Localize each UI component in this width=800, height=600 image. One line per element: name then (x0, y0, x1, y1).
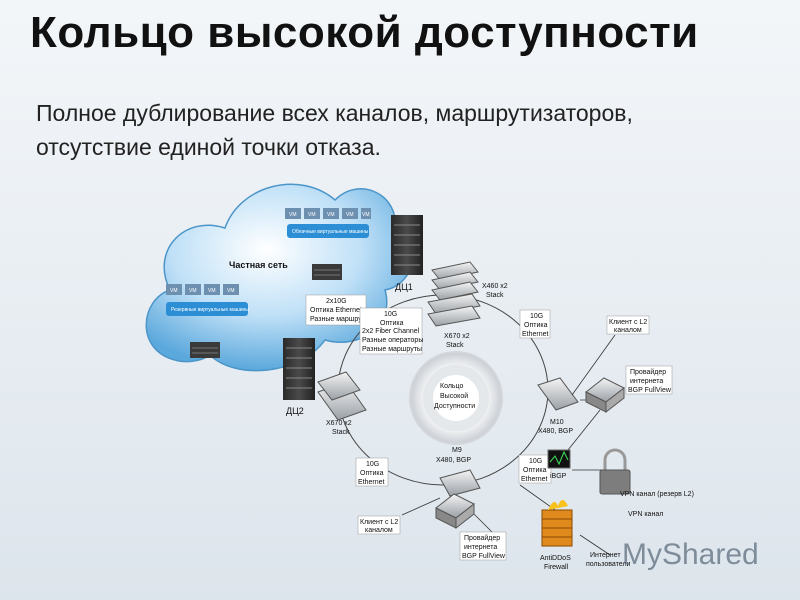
x670b-label-1: X670 x2 (326, 420, 352, 427)
client-l2-top-label: Клиент с L2 каналом (606, 315, 650, 335)
link-label-10g-right: 10G Оптика Ethernet (519, 309, 551, 339)
svg-text:Клиент с L2: Клиент с L2 (360, 519, 398, 526)
antiddos-firewall-icon (541, 500, 573, 547)
dc2-label: ДЦ2 (286, 406, 304, 416)
svg-text:Ethernet: Ethernet (522, 331, 549, 338)
vm-group-bottom: VM VM VM VM Резервные виртуальные машины (166, 284, 249, 316)
link-label-10g-fiber-channel: 10G Оптика 2x2 Fiber Channel Разные опер… (359, 307, 423, 355)
svg-text:10G: 10G (384, 311, 397, 318)
subtitle-line-1: Полное дублирование всех каналов, маршру… (36, 100, 633, 126)
ibgp-monitor-icon (547, 449, 571, 469)
x460-label-2: Stack (486, 292, 504, 299)
vpn-lock-icon (599, 448, 631, 495)
vm-label: VM (308, 212, 316, 218)
link-label-10g-left: 10G Оптика Ethernet (355, 457, 389, 487)
svg-text:Оптика Ethernet: Оптика Ethernet (310, 307, 362, 314)
svg-text:BGP FullView: BGP FullView (462, 553, 506, 560)
m9-label-1: M9 (452, 447, 462, 454)
m10-switch-icon (537, 377, 579, 411)
connector-line (401, 497, 441, 516)
x670a-label-1: X670 x2 (444, 333, 470, 340)
watermark: MyShared (622, 538, 759, 571)
dc1-rack-icon (391, 215, 423, 275)
vm-label: VM (189, 288, 197, 294)
vm-pool-bottom-label: Резервные виртуальные машины (171, 307, 249, 313)
svg-text:Оптика: Оптика (524, 322, 548, 329)
connector-line (579, 534, 611, 556)
antiddos-label-2: Firewall (544, 564, 569, 571)
m9-label-2: X480, BGP (436, 457, 471, 464)
vm-label: VM (208, 288, 216, 294)
page-title: Кольцо высокой доступности (30, 8, 699, 57)
x670b-label-2: Stack (332, 429, 350, 436)
isp-top-label: Провайдер интернета BGP FullView (625, 365, 673, 395)
dc1-label: ДЦ1 (395, 282, 413, 292)
svg-text:интернета: интернета (630, 378, 663, 385)
internet-users-label-2: пользователи (586, 561, 631, 568)
vm-label: VM (327, 212, 335, 218)
center-label-line-2: Высокой (440, 392, 468, 400)
connector-line (571, 334, 616, 396)
svg-text:BGP FullView: BGP FullView (628, 387, 672, 394)
isp-top-router-icon (585, 377, 625, 414)
svg-text:Оптика: Оптика (380, 320, 404, 327)
m10-label-2: X480, BGP (538, 428, 573, 435)
svg-text:Разные операторы: Разные операторы (362, 337, 423, 344)
vm-pool-top-label: Облачные виртуальные машины (292, 229, 369, 235)
svg-text:Разные маршруты: Разные маршруты (362, 346, 422, 353)
isp-bottom-router-icon (435, 493, 475, 530)
center-label-line-1: Кольцо (440, 383, 463, 390)
svg-text:10G: 10G (530, 313, 543, 320)
subtitle: Полное дублирование всех каналов, маршру… (36, 96, 776, 164)
svg-text:2x2 Fiber Channel: 2x2 Fiber Channel (362, 328, 420, 335)
svg-text:Оптика: Оптика (523, 467, 547, 474)
cloud-label: Частная сеть (229, 260, 288, 270)
vpn-label: VPN канал (628, 511, 663, 518)
center-ring-badge: Кольцо Высокой Доступности (409, 351, 503, 445)
m9-switch-icon (439, 469, 481, 497)
vm-label: VM (362, 212, 370, 218)
svg-text:интернета: интернета (464, 544, 497, 551)
vm-label: VM (346, 212, 354, 218)
link-label-10g-bottom: 10G Оптика Ethernet (518, 454, 552, 484)
isp-bottom-label: Провайдер интернета BGP FullView (459, 531, 507, 561)
cloud-server-icon (190, 342, 220, 358)
vm-label: VM (227, 288, 235, 294)
dc2-rack-icon (283, 338, 315, 400)
vm-label: VM (170, 288, 178, 294)
cloud-server-icon (312, 264, 342, 280)
m10-label-1: M10 (550, 419, 564, 426)
x460-switch-stack-icon (427, 261, 481, 327)
vpn-reserve-label: VPN канал (резерв L2) (620, 491, 694, 498)
svg-text:Разные маршруты: Разные маршруты (310, 316, 370, 323)
ibgp-label: iBGP (550, 473, 567, 480)
svg-text:Провайдер: Провайдер (630, 368, 666, 376)
svg-text:каналом: каналом (365, 527, 393, 534)
x460-label-1: X460 x2 (482, 283, 508, 290)
link-label-2x10g: 2x10G Оптика Ethernet Разные маршруты (305, 294, 370, 326)
svg-text:2x10G: 2x10G (326, 298, 347, 305)
svg-text:каналом: каналом (614, 327, 642, 334)
x670-left-switch-stack-icon (317, 371, 367, 421)
client-l2-bottom-label: Клиент с L2 каналом (357, 515, 401, 535)
svg-text:Оптика: Оптика (360, 470, 384, 477)
internet-users-label-1: Интернет (590, 552, 621, 559)
center-label-line-3: Доступности (434, 403, 475, 410)
svg-text:Ethernet: Ethernet (521, 476, 548, 483)
antiddos-label-1: AntiDDoS (540, 555, 571, 562)
subtitle-line-2: отсутствие единой точки отказа. (36, 134, 381, 160)
x670a-label-2: Stack (446, 342, 464, 349)
svg-text:10G: 10G (366, 461, 379, 468)
svg-text:Клиент с L2: Клиент с L2 (609, 319, 647, 326)
vm-group-top: VM VM VM VM VM Облачные виртуальные маши… (285, 208, 371, 238)
vm-label: VM (289, 212, 297, 218)
svg-text:Провайдер: Провайдер (464, 534, 500, 542)
svg-text:10G: 10G (529, 458, 542, 465)
svg-text:Ethernet: Ethernet (358, 479, 385, 486)
